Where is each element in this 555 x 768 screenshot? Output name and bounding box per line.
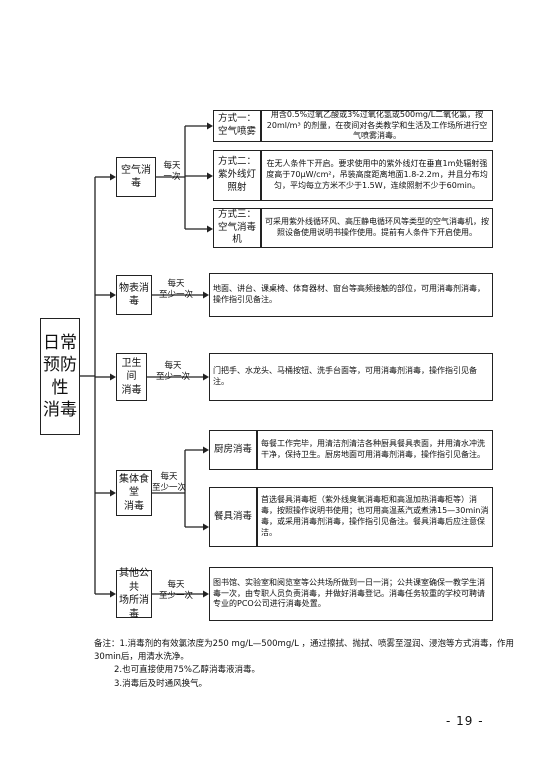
object-desc: 地面、讲台、课桌椅、体育器材、窗台等高频接触的部位，可用消毒剂消毒，操作指引见备…: [213, 284, 485, 304]
air-method-2-box: 方式二： 紫外线灯照射: [213, 150, 261, 201]
category-toilet-label: 卫生间 消毒: [121, 357, 142, 396]
canteen-kitchen-desc: 每餐工作完毕，用清洁剂清洁各种厨具餐具表面，并用清水冲洗干净，保持卫生。厨房地面…: [261, 439, 485, 459]
canteen-kitchen-label: 厨房消毒: [213, 443, 252, 455]
public-desc-box: 图书馆、实验室和阅览室等公共场所做到一日一消；公共课室确保一教学生消毒一次，由专…: [209, 567, 493, 621]
notes: 备注：1.消毒剂的有效氯浓度为250 mg/L—500mg/L ，通过擦拭、抛拭…: [94, 638, 534, 691]
canteen-tableware-desc-box: 首选餐具消毒柜（紫外线臭氧消毒柜和高温加热消毒柜等）消毒，按照操作说明书使用；也…: [257, 487, 493, 547]
category-object-label: 物表消毒: [119, 282, 149, 308]
category-canteen-box: 集体食堂 消毒: [116, 470, 152, 516]
toilet-desc: 门把手、水龙头、马桶按钮、洗手台面等，可用消毒剂消毒，操作指引见备注。: [213, 366, 477, 386]
public-frequency: 每天 至少一次: [158, 580, 193, 601]
air-method-1-box: 方式一： 空气喷雾: [213, 110, 261, 142]
object-desc-box: 地面、讲台、课桌椅、体育器材、窗台等高频接触的部位，可用消毒剂消毒，操作指引见备…: [209, 273, 493, 317]
category-canteen-label: 集体食堂 消毒: [119, 473, 149, 512]
canteen-tableware-box: 餐具消毒: [209, 487, 257, 547]
canteen-tableware-label: 餐具消毒: [213, 510, 252, 522]
air-method-1-desc-box: 用含0.5%过氧乙酸或3%过氧化氢或500mg/L二氧化氯，按20ml/m³ 的…: [261, 110, 493, 142]
air-method-1-desc: 用含0.5%过氧乙酸或3%过氧化氢或500mg/L二氧化氯，按20ml/m³ 的…: [266, 109, 488, 141]
canteen-tableware-desc: 首选餐具消毒柜（紫外线臭氧消毒柜和高温加热消毒柜等）消毒，按照操作说明书使用；也…: [261, 495, 489, 537]
page-number: - 19 -: [446, 714, 484, 728]
air-method-3-label: 方式三： 空气消毒机: [217, 208, 256, 246]
public-desc: 图书馆、实验室和阅览室等公共场所做到一日一消；公共课室确保一教学生消毒一次，由专…: [213, 577, 485, 609]
canteen-kitchen-desc-box: 每餐工作完毕，用清洁剂清洁各种厨具餐具表面，并用清水冲洗干净，保持卫生。厨房地面…: [257, 430, 493, 470]
air-method-1-label: 方式一： 空气喷雾: [217, 113, 256, 137]
toilet-frequency: 每天 至少一次: [155, 361, 190, 382]
canteen-frequency: 每天 至少一次: [151, 472, 186, 493]
toilet-desc-box: 门把手、水龙头、马桶按钮、洗手台面等，可用消毒剂消毒，操作指引见备注。: [209, 353, 493, 401]
note-line-2: 2.也可直接使用75%乙醇消毒液消毒。: [114, 665, 261, 676]
category-air-label: 空气消毒: [121, 164, 151, 190]
air-method-2-label: 方式二： 紫外线灯照射: [217, 156, 256, 193]
root-label: 日常 预防性 消毒: [43, 333, 77, 420]
category-public-label: 其他公共 场所消毒: [119, 568, 149, 620]
category-public-box: 其他公共 场所消毒: [116, 568, 152, 620]
root-box: 日常 预防性 消毒: [40, 318, 80, 435]
note-line-3: 3.消毒后及时通风换气。: [114, 678, 208, 689]
category-toilet-box: 卫生间 消毒: [116, 353, 147, 401]
air-method-2-desc: 在无人条件下开启。要求使用中的紫外线灯在垂直1m处辐射强度高于70μW/cm²，…: [266, 159, 488, 190]
object-frequency: 每天 至少一次: [158, 279, 193, 300]
category-object-box: 物表消毒: [116, 275, 152, 315]
air-method-3-desc: 可采用紫外线循环风、高压静电循环风等类型的空气消毒机，按照设备使用说明书操作使用…: [265, 217, 489, 237]
air-method-2-desc-box: 在无人条件下开启。要求使用中的紫外线灯在垂直1m处辐射强度高于70μW/cm²，…: [261, 150, 493, 201]
air-frequency: 每天 一次: [163, 161, 181, 182]
category-air-box: 空气消毒: [116, 157, 156, 197]
air-method-3-box: 方式三： 空气消毒机: [213, 208, 261, 248]
note-line-1: 备注：1.消毒剂的有效氯浓度为250 mg/L—500mg/L ，通过擦拭、抛拭…: [94, 639, 515, 663]
air-method-3-desc-box: 可采用紫外线循环风、高压静电循环风等类型的空气消毒机，按照设备使用说明书操作使用…: [261, 208, 493, 248]
canteen-kitchen-box: 厨房消毒: [209, 430, 257, 470]
